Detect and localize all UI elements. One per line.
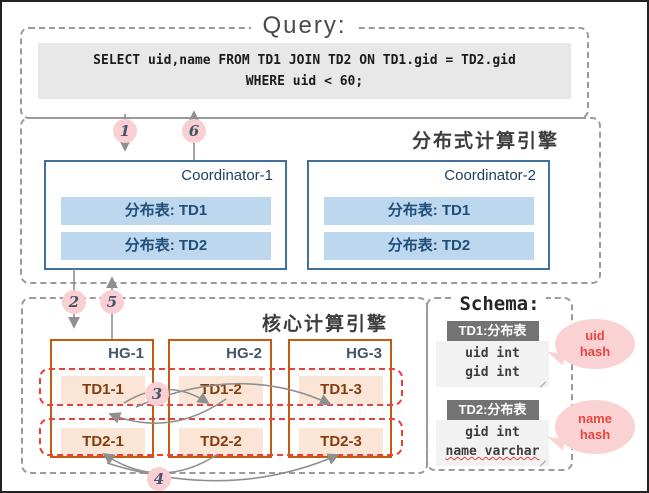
corner-slash-mark (539, 381, 547, 388)
distributed-engine-label: 分布式计算引擎 (411, 131, 559, 152)
step-badge-6: 6 (182, 119, 206, 143)
coordinator-1-table-td2: 分布表: TD2 (61, 232, 271, 260)
name-hash-line2: hash (579, 427, 611, 442)
step-badge-4: 4 (147, 467, 171, 491)
shard-td2-2: TD2-2 (179, 428, 263, 456)
td1-shard-group-outline (39, 368, 403, 406)
sql-line-2: WHERE uid < 60; (245, 74, 364, 89)
schema-td1-fields: uid int gid int (436, 341, 549, 388)
shard-td2-3: TD2-3 (299, 428, 383, 456)
node-hg3-title: HG-3 (346, 345, 382, 362)
coordinator-2-box: Coordinator-2 分布表: TD1 分布表: TD2 (307, 160, 550, 270)
corner-slash-mark (539, 460, 547, 467)
step-badge-3: 3 (145, 382, 169, 406)
sql-line-1: SELECT uid,name FROM TD1 JOIN TD2 ON TD1… (93, 53, 516, 68)
uid-hash-line2: hash (579, 344, 611, 359)
step-badge-2: 2 (62, 290, 86, 314)
name-hash-bubble: name hash (545, 400, 635, 454)
name-hash-line1: name (578, 411, 612, 426)
node-hg2-title: HG-2 (226, 345, 262, 362)
schema-td1-header: TD1:分布表 (446, 321, 539, 341)
schema-td1-field-uid: uid int (465, 346, 520, 361)
node-hg1-title: HG-1 (108, 345, 144, 362)
schema-panel: Schema: TD1:分布表 uid int gid int TD2:分布表 … (426, 293, 573, 471)
schema-td2-fields: gid int name varchar (436, 420, 549, 467)
schema-card-td2: TD2:分布表 gid int name varchar (436, 400, 549, 467)
query-panel: Query: SELECT uid,name FROM TD1 JOIN TD2… (20, 12, 589, 119)
coordinator-1-table-td1: 分布表: TD1 (61, 197, 271, 225)
uid-hash-bubble: uid hash (545, 319, 635, 369)
schema-td1-field-gid: gid int (465, 365, 520, 380)
schema-card-td1: TD1:分布表 uid int gid int (436, 321, 549, 388)
coordinator-1-box: Coordinator-1 分布表: TD1 分布表: TD2 (44, 160, 287, 270)
step-badge-1: 1 (113, 119, 137, 143)
schema-td2-field-gid: gid int (465, 425, 520, 440)
coordinator-2-table-td1: 分布表: TD1 (324, 197, 534, 225)
distributed-engine-panel: 分布式计算引擎 (20, 117, 601, 284)
schema-td2-field-name: name varchar (445, 444, 540, 459)
sql-statement: SELECT uid,name FROM TD1 JOIN TD2 ON TD1… (38, 43, 571, 99)
coordinator-1-title: Coordinator-1 (181, 167, 273, 184)
td2-shard-group-outline (39, 418, 403, 456)
query-panel-title: Query: (250, 12, 359, 40)
uid-hash-line1: uid (585, 328, 605, 343)
shard-td2-1: TD2-1 (61, 428, 145, 456)
schema-title: Schema: (453, 293, 546, 315)
coordinator-2-table-td2: 分布表: TD2 (324, 232, 534, 260)
step-badge-5: 5 (100, 290, 124, 314)
coordinator-2-title: Coordinator-2 (444, 167, 536, 184)
core-engine-label: 核心计算引擎 (261, 314, 388, 335)
schema-td2-header: TD2:分布表 (446, 400, 539, 420)
